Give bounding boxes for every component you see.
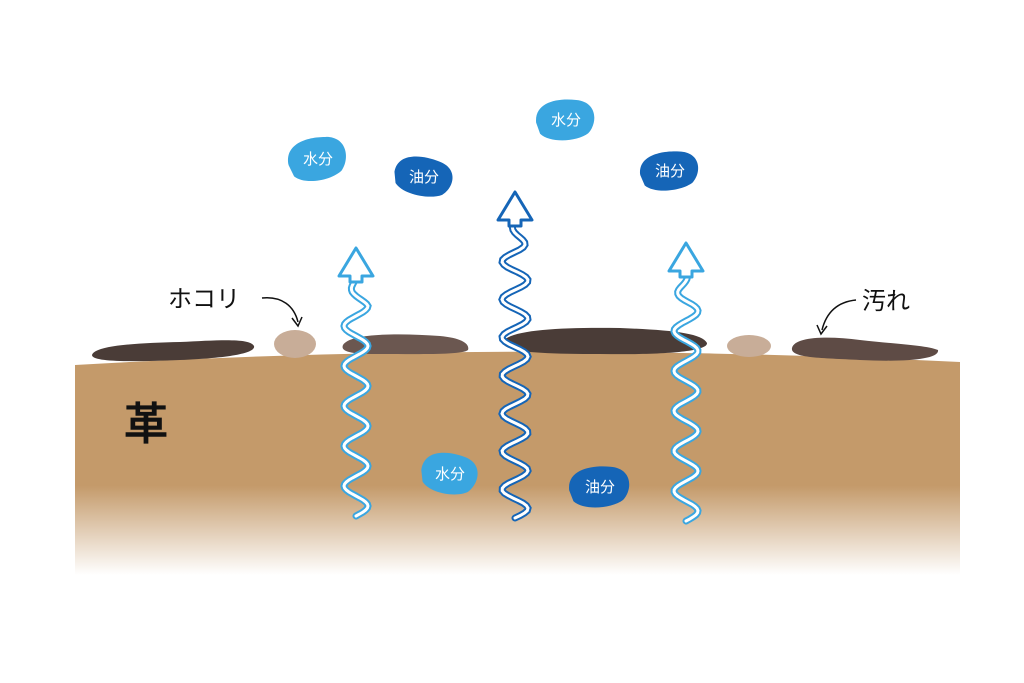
- dirt-label: 汚れ: [862, 287, 910, 315]
- dirt-patch: [791, 337, 939, 361]
- blob-shape: [536, 99, 595, 141]
- dust-pointer-arrow: [261, 297, 299, 323]
- blob-label: 水分: [303, 150, 333, 168]
- dust-label: ホコリ: [168, 285, 240, 313]
- dirt-pointer-arrowhead: [816, 324, 828, 336]
- blob-shape: [288, 136, 346, 182]
- blob-label: 水分: [435, 465, 465, 483]
- evaporation-arrows: [337, 190, 705, 525]
- leather-label: 革: [124, 399, 168, 450]
- blob-label: 水分: [551, 111, 581, 129]
- wavy-arrow-shaft-inner: [500, 218, 530, 520]
- oil-blob: 油分: [394, 156, 453, 197]
- blob-shape: [569, 466, 630, 508]
- blob-shape: [421, 452, 478, 495]
- blob-label: 油分: [655, 162, 685, 180]
- dirt-pointer-arrow: [821, 299, 857, 331]
- dust-pointer-arrowhead: [291, 316, 303, 328]
- dirt-patch: [342, 334, 469, 355]
- blob-shape: [394, 156, 453, 197]
- wavy-arrow-shaft-inner: [672, 269, 700, 523]
- water-blob: 水分: [421, 452, 478, 495]
- dirt-patch: [92, 340, 255, 362]
- water-blob: 水分: [536, 99, 595, 141]
- oil-blob: 油分: [569, 466, 630, 508]
- dust-particle: [727, 335, 771, 357]
- wavy-arrow-shaft-inner: [342, 274, 370, 518]
- dust-particle: [274, 330, 316, 358]
- blob-label: 油分: [409, 168, 439, 186]
- arrow-head-icon: [667, 241, 705, 279]
- arrow-head-icon: [337, 246, 375, 284]
- blob-label: 油分: [585, 478, 615, 496]
- oil-blob: 油分: [640, 151, 699, 191]
- dirt-patch: [502, 327, 708, 355]
- water-blob: 水分: [288, 136, 346, 182]
- blob-shape: [640, 151, 699, 191]
- arrow-head-icon: [496, 190, 534, 228]
